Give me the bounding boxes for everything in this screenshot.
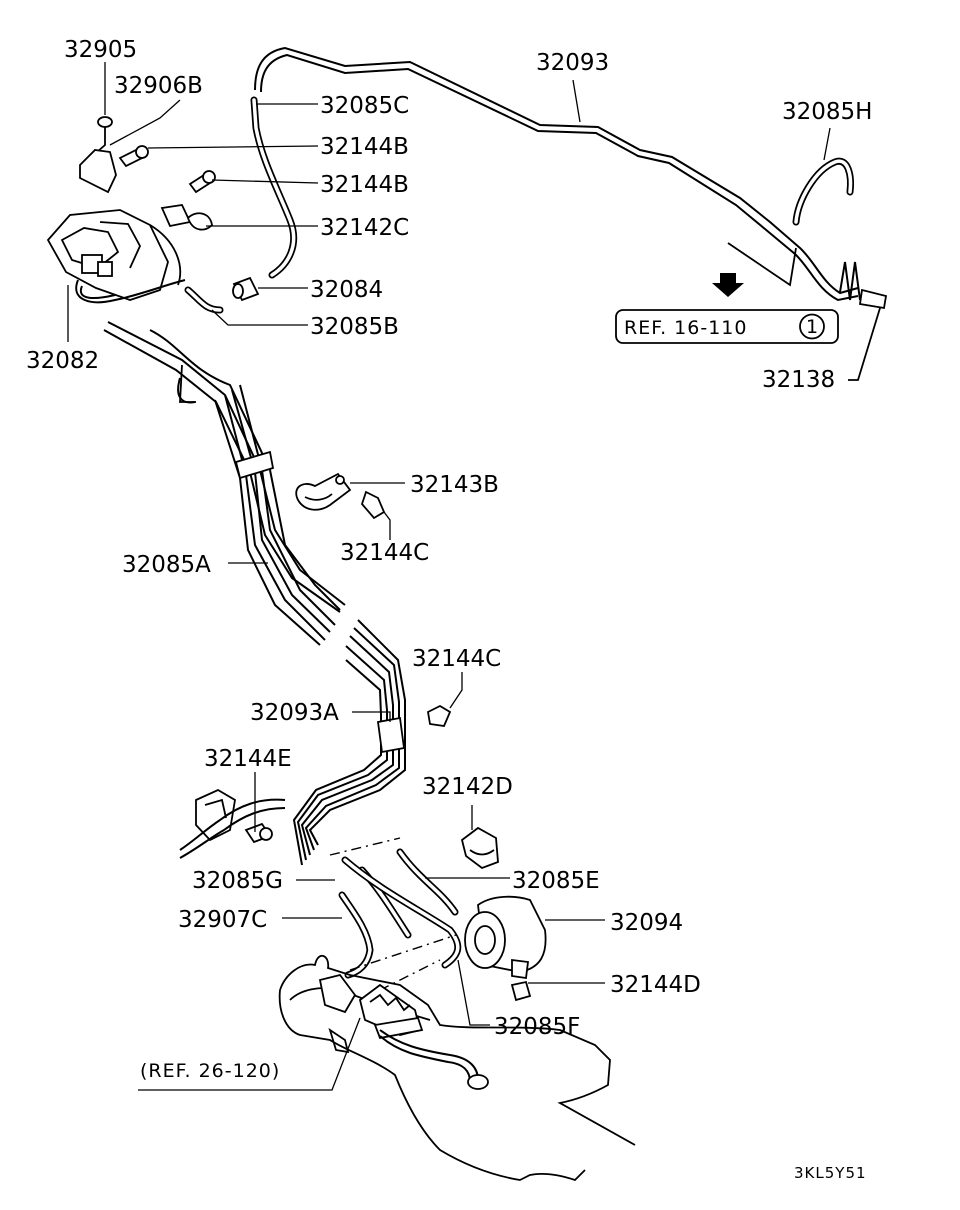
label-32082: 32082	[26, 348, 99, 374]
label-32085A: 32085A	[122, 552, 211, 578]
diagram-code: 3KL5Y51	[794, 1164, 867, 1182]
label-32142D: 32142D	[422, 774, 513, 800]
ref-16-110-box	[615, 309, 839, 344]
label-32093: 32093	[536, 50, 609, 76]
label-32142C: 32142C	[320, 215, 409, 241]
label-32093A: 32093A	[250, 700, 339, 726]
label-32085E: 32085E	[512, 868, 600, 894]
label-32085B: 32085B	[310, 314, 399, 340]
ref-circle-marker	[799, 313, 825, 340]
ref-26-120-label: (REF. 26-120)	[140, 1060, 280, 1082]
leader-lines	[67, 62, 831, 1091]
label-32084: 32084	[310, 277, 383, 303]
label-32085C: 32085C	[320, 93, 409, 119]
label-32085G: 32085G	[192, 868, 283, 894]
solenoid-valve-assembly	[46, 209, 224, 314]
label-32906B: 32906B	[114, 73, 203, 99]
label-32144E: 32144E	[204, 746, 292, 772]
ref-16-110-circle-number: 1	[806, 316, 819, 338]
label-32138: 32138	[762, 367, 835, 393]
diagram-artwork	[46, 46, 888, 1182]
label-32144C-upper: 32144C	[340, 540, 429, 566]
engine-block-outline	[278, 955, 636, 1182]
label-32094: 32094	[610, 910, 683, 936]
label-32144C-lower: 32144C	[412, 646, 501, 672]
label-32085H: 32085H	[782, 99, 872, 125]
label-32143B: 32143B	[410, 472, 499, 498]
label-32144B-lower: 32144B	[320, 172, 409, 198]
label-32907C: 32907C	[178, 907, 267, 933]
label-32905: 32905	[64, 37, 137, 63]
ref-16-110-label: REF. 16-110	[624, 317, 747, 339]
label-32144B-upper: 32144B	[320, 134, 409, 160]
fuel-filter-canister	[464, 895, 547, 980]
label-32085F: 32085F	[494, 1014, 580, 1040]
label-32144D: 32144D	[610, 972, 701, 998]
part-labels: 32905 32906B 32085C 32144B 32144B 32142C…	[26, 37, 872, 1040]
references: REF. 16-110 1 (REF. 26-120)	[140, 316, 819, 1082]
